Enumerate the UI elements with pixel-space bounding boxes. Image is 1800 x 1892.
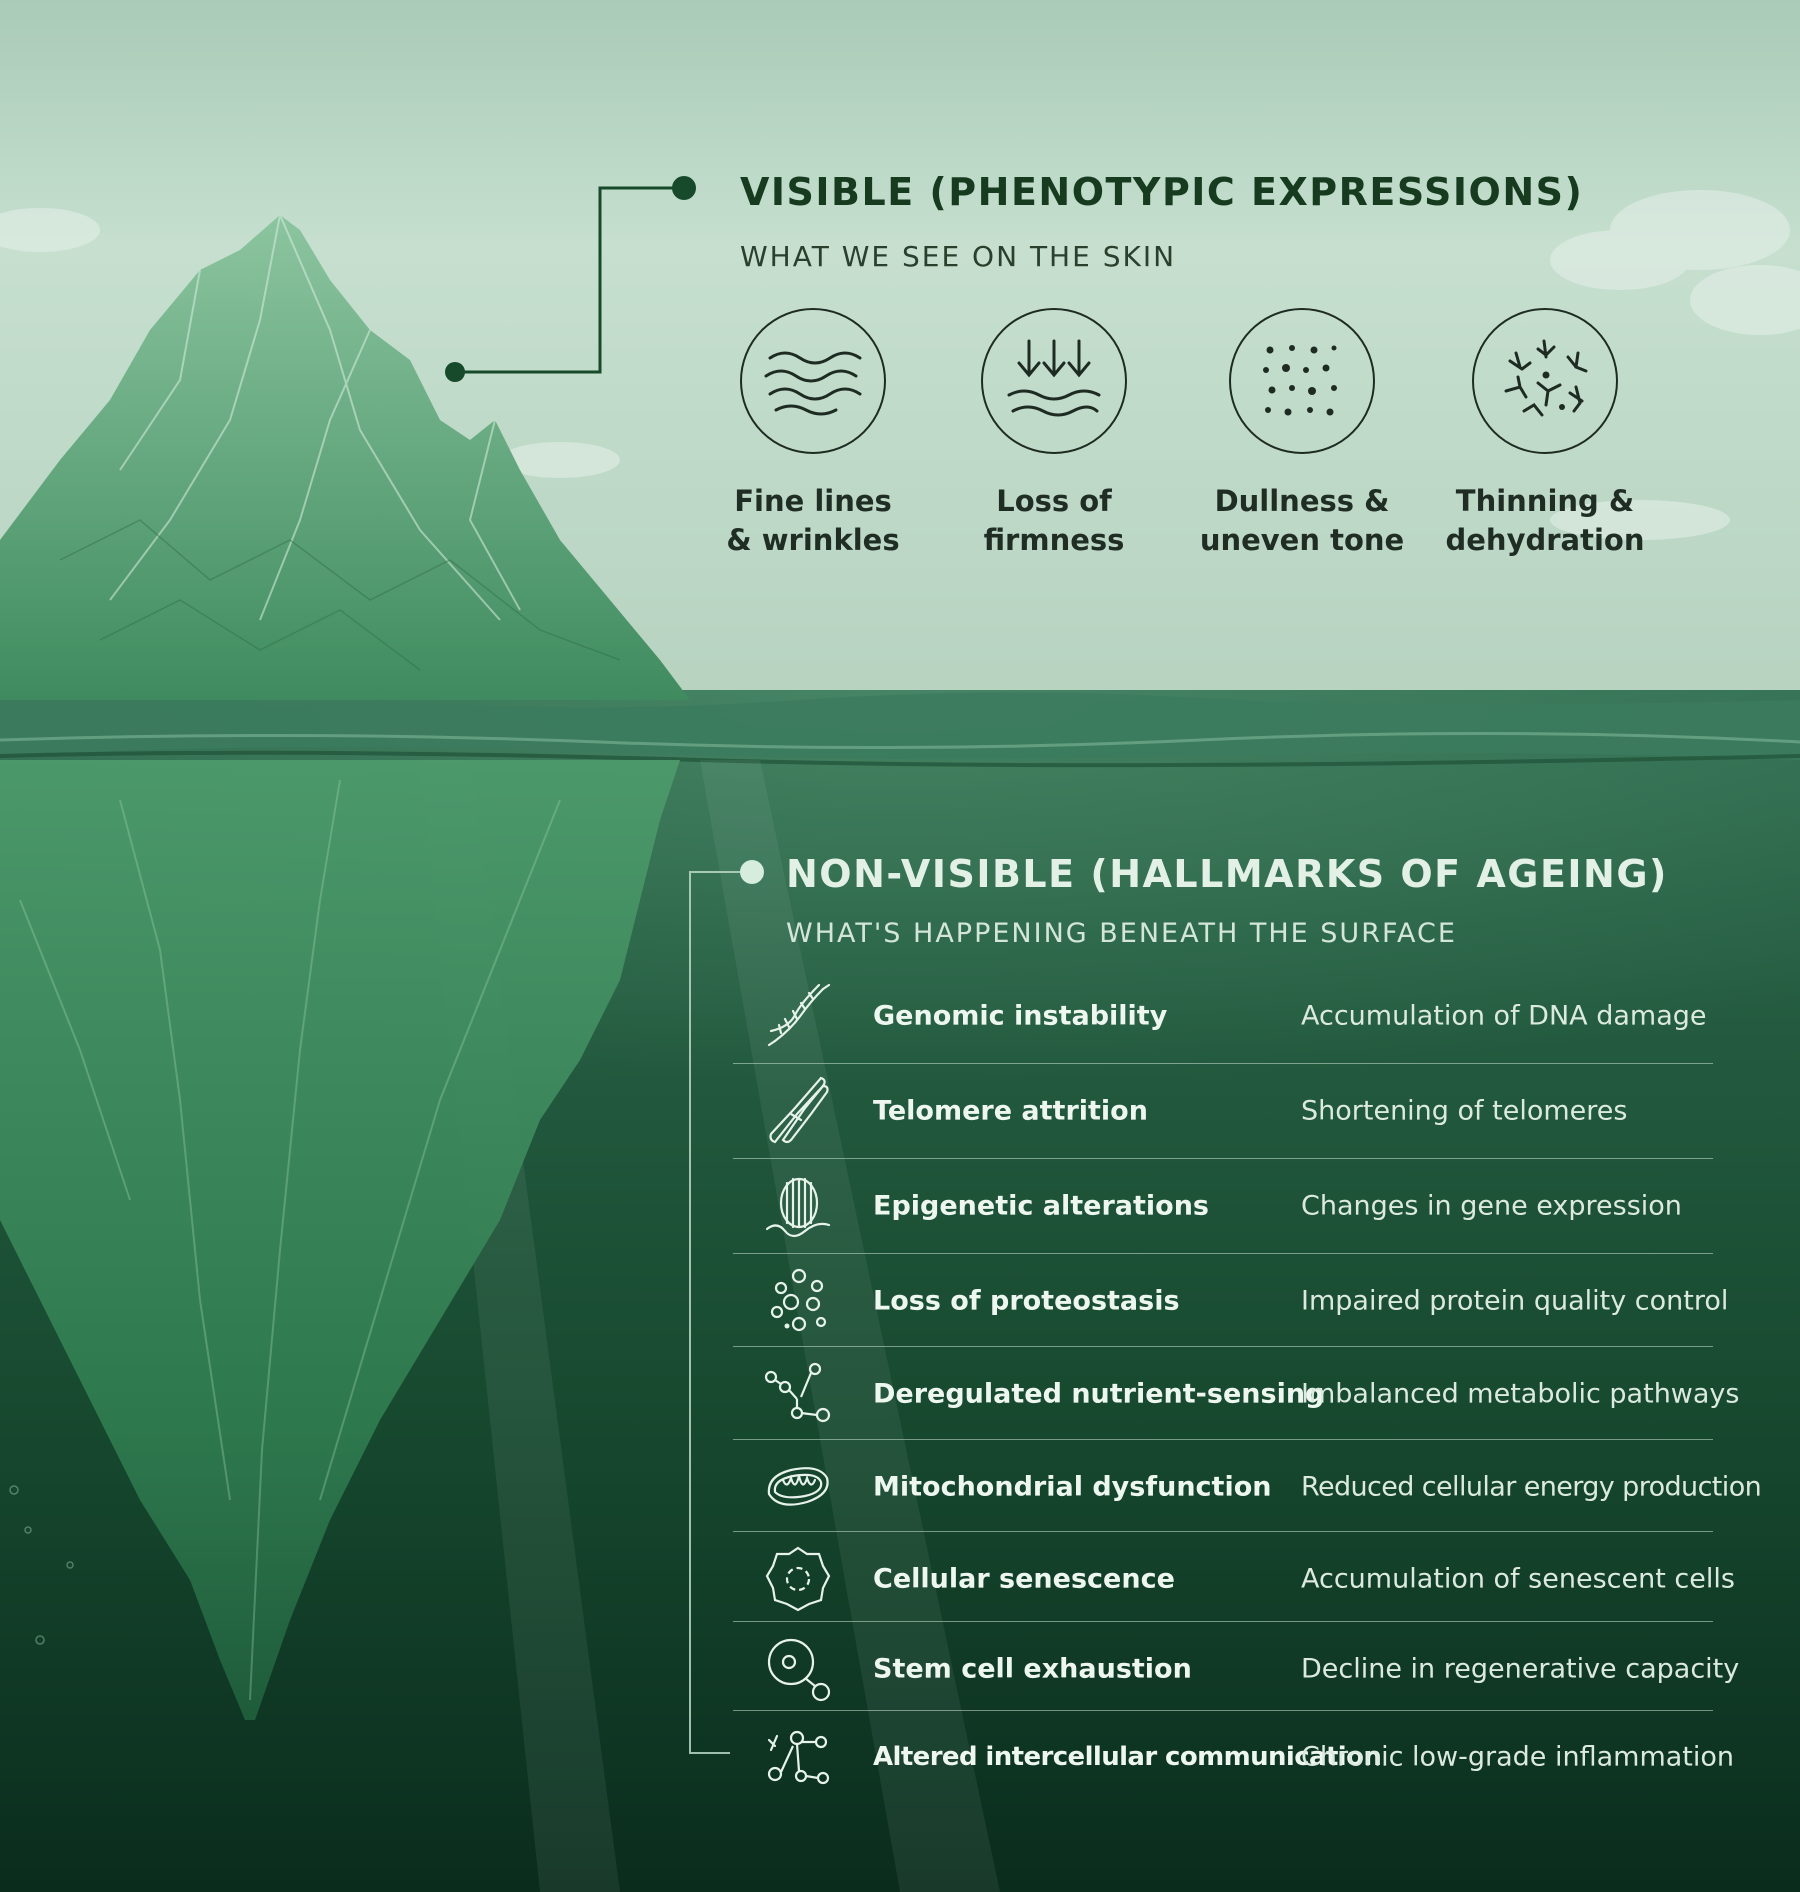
hallmark-name: Deregulated nutrient-sensing <box>873 1378 1325 1410</box>
hallmark-description: Changes in gene expression <box>1301 1190 1682 1222</box>
hallmark-description: Shortening of telomeres <box>1301 1095 1628 1127</box>
visible-subtitle: WHAT WE SEE ON THE SKIN <box>740 240 1177 273</box>
row-divider <box>733 1531 1713 1532</box>
hallmark-description: Impaired protein quality control <box>1301 1285 1729 1317</box>
protein-cluster-icon <box>770 1268 827 1332</box>
visible-item-firmness: Loss of firmness <box>934 308 1174 560</box>
row-divider <box>733 1253 1713 1254</box>
hallmark-description: Accumulation of senescent cells <box>1301 1563 1735 1595</box>
stem-cell-icon <box>767 1638 831 1702</box>
hallmark-row-nutrient-sensing: Deregulated nutrient-sensing Imbalanced … <box>733 1349 1739 1439</box>
visible-item-label: Loss of firmness <box>983 484 1125 557</box>
hallmark-name: Stem cell exhaustion <box>873 1653 1192 1685</box>
hallmark-row-telomere-attrition: Telomere attrition Shortening of telomer… <box>733 1066 1713 1156</box>
iceberg-tip <box>0 215 690 700</box>
visible-item-fine-lines: Fine lines & wrinkles <box>693 308 933 560</box>
hallmark-row-genomic-instability: Genomic instability Accumulation of DNA … <box>733 971 1713 1061</box>
non-visible-subtitle: WHAT'S HAPPENING BENEATH THE SURFACE <box>786 918 1457 949</box>
hallmark-name: Genomic instability <box>873 1000 1168 1032</box>
non-visible-title: NON-VISIBLE (HALLMARKS OF AGEING) <box>786 852 1668 896</box>
hallmark-name: Epigenetic alterations <box>873 1190 1209 1222</box>
visible-item-thinning: Thinning & dehydration <box>1425 308 1665 560</box>
senescent-cell-icon <box>765 1546 831 1612</box>
iceberg-base <box>0 760 680 1720</box>
visible-item-label: Fine lines & wrinkles <box>726 484 900 557</box>
non-visible-section: NON-VISIBLE (HALLMARKS OF AGEING) WHAT'S… <box>786 852 1766 949</box>
hallmark-description: Accumulation of DNA damage <box>1301 1000 1707 1032</box>
chromatin-icon <box>765 1177 831 1238</box>
hallmark-name: Altered intercellular communication <box>873 1742 1382 1772</box>
row-divider <box>733 1346 1713 1347</box>
hallmark-row-mitochondrial: Mitochondrial dysfunction Reduced cellul… <box>733 1442 1762 1532</box>
mitochondrion-icon <box>767 1467 829 1506</box>
hallmark-row-senescence: Cellular senescence Accumulation of sene… <box>733 1534 1735 1624</box>
branching-icon <box>1472 308 1618 454</box>
row-divider <box>733 1063 1713 1064</box>
hallmark-name: Cellular senescence <box>873 1563 1175 1595</box>
waves-icon <box>740 308 886 454</box>
hallmark-description: Reduced cellular energy production <box>1301 1471 1762 1503</box>
hallmark-description: Imbalanced metabolic pathways <box>1301 1378 1740 1410</box>
hallmark-row-proteostasis: Loss of proteostasis Impaired protein qu… <box>733 1256 1728 1346</box>
hallmark-name: Telomere attrition <box>873 1095 1148 1127</box>
hallmark-name: Mitochondrial dysfunction <box>873 1471 1272 1503</box>
dots-icon <box>1229 308 1375 454</box>
hallmark-row-epigenetic-alterations: Epigenetic alterations Changes in gene e… <box>733 1161 1713 1251</box>
down-arrows-icon <box>981 308 1127 454</box>
visible-connector <box>455 186 682 374</box>
hallmark-row-stem-cell: Stem cell exhaustion Decline in regenera… <box>733 1624 1739 1714</box>
hallmark-name: Loss of proteostasis <box>873 1285 1180 1317</box>
visible-item-dullness: Dullness & uneven tone <box>1182 308 1422 560</box>
hallmark-row-intercellular: Altered intercellular communication Chro… <box>733 1712 1734 1802</box>
molecule-network-icon <box>764 1362 831 1423</box>
chromosome-icon <box>769 1076 829 1144</box>
dna-icon <box>767 983 831 1047</box>
visible-section: VISIBLE (PHENOTYPIC EXPRESSIONS) WHAT WE… <box>740 170 1740 273</box>
cell-signaling-icon <box>767 1730 830 1785</box>
non-visible-connector <box>689 871 748 1754</box>
visible-item-label: Thinning & dehydration <box>1445 484 1645 557</box>
hallmark-description: Chronic low-grade inflammation <box>1301 1741 1735 1773</box>
visible-item-label: Dullness & uneven tone <box>1199 484 1405 557</box>
row-divider <box>733 1710 1713 1711</box>
row-divider <box>733 1621 1713 1622</box>
hallmark-description: Decline in regenerative capacity <box>1301 1653 1740 1685</box>
row-divider <box>733 1439 1713 1440</box>
row-divider <box>733 1158 1713 1159</box>
visible-title: VISIBLE (PHENOTYPIC EXPRESSIONS) <box>740 170 1584 214</box>
